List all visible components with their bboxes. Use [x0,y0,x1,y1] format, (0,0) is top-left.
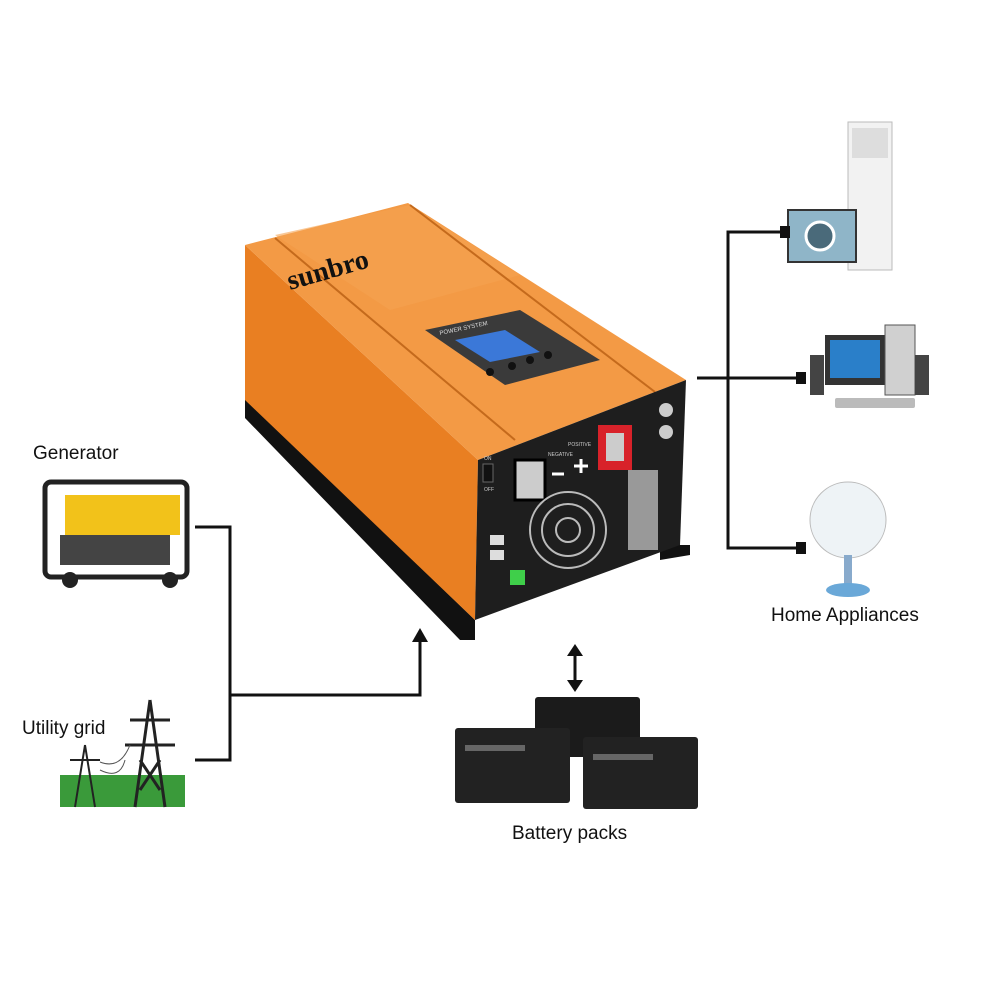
input-arrow-icon [412,628,428,642]
generator-icon [42,479,190,588]
fan-icon [809,481,887,597]
cooling-fan [529,491,607,569]
lcd-screen [455,330,540,362]
plus-sign-icon [574,459,588,473]
computer-icon [810,324,929,408]
inverter: sunbro POWER SYSTEM NEGATIVE POSITIVE ON… [245,203,690,640]
off-label: OFF [484,487,494,493]
negative-label: NEGATIVE [548,452,574,458]
negative-terminal [513,458,547,502]
home-appliances-label: Home Appliances [771,605,919,626]
utility-grid-icon [60,699,185,808]
air-conditioner-icon [847,121,893,271]
washing-machine-icon [787,209,857,263]
battery-packs-label: Battery packs [512,823,628,844]
battery-arrow-down-icon [567,680,583,692]
inverter-side [245,245,478,620]
inverter-front [475,380,686,620]
on-label: ON [484,456,492,462]
utility-grid-label: Utility grid [22,718,106,739]
generator-label: Generator [33,443,119,464]
plug-icons [780,226,806,554]
battery-packs-icon [455,697,698,809]
positive-label: POSITIVE [568,442,592,448]
battery-arrow-up-icon [567,644,583,656]
connection-lines [195,230,800,762]
